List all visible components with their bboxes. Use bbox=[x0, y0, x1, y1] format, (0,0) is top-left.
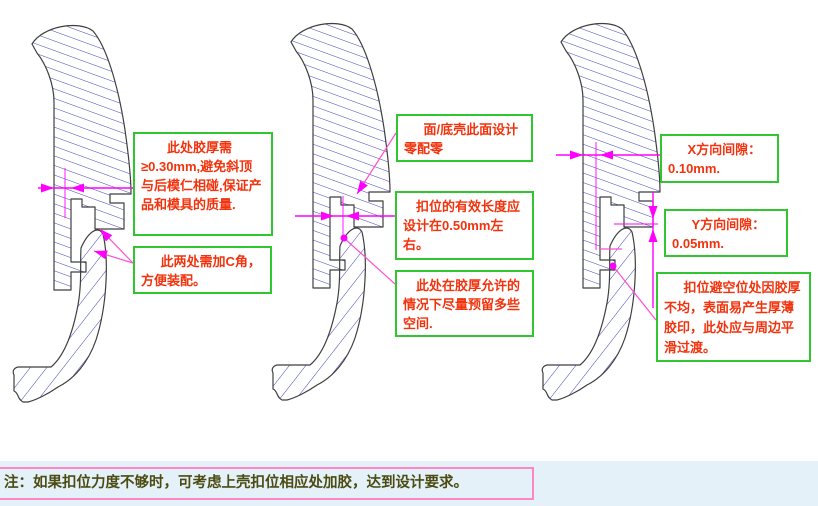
annotation-text: 此两处需加C角，方便装配。 bbox=[141, 254, 261, 288]
dimension-arrow bbox=[71, 183, 84, 193]
cross-section-left bbox=[12, 24, 132, 403]
dimension-arrow bbox=[41, 183, 54, 193]
annotation-box-zero-fit: 面/底壳此面设计零配零 bbox=[396, 114, 533, 162]
annotation-box-reserve-space: 此处在胶厚允许的情况下尽量预留多些空间. bbox=[395, 270, 534, 337]
annotation-box-x-gap: X方向间隙：0.10mm. bbox=[660, 134, 779, 183]
dimension-arrow bbox=[648, 206, 658, 219]
leader-dot bbox=[340, 234, 348, 242]
leader-line bbox=[612, 265, 657, 321]
dimension-arrow bbox=[570, 150, 583, 160]
annotation-box-glue-thickness: 此处胶厚需≥0.30mm,避免斜顶与后模仁相碰,保证产品和模具的质量. bbox=[133, 132, 273, 236]
leader-arrow bbox=[357, 180, 368, 194]
note-box: 注：如果扣位力度不够时，可考虑上壳扣位相应处加胶，达到设计要求。 bbox=[0, 467, 534, 500]
leader-dot bbox=[609, 262, 617, 270]
note-text: 注：如果扣位力度不够时，可考虑上壳扣位相应处加胶，达到设计要求。 bbox=[4, 475, 468, 491]
annotation-text: 面/底壳此面设计零配零 bbox=[404, 122, 519, 156]
leader-arrow bbox=[94, 250, 108, 260]
dimension-annotations-middle bbox=[295, 132, 397, 285]
dimension-annotations-right bbox=[556, 142, 660, 321]
annotation-text: Y方向间隙：0.05mm. bbox=[672, 217, 766, 251]
dimension-arrow bbox=[600, 150, 613, 160]
dimension-annotations-left bbox=[38, 168, 134, 264]
cross-section-middle bbox=[271, 22, 391, 401]
annotation-text: 扣位的有效长度应设计在0.50mm左右。 bbox=[403, 199, 521, 252]
annotation-text: 此处在胶厚允许的情况下尽量预留多些空间. bbox=[403, 278, 521, 331]
annotation-text: X方向间隙：0.10mm. bbox=[668, 142, 762, 176]
annotation-text: 此处胶厚需≥0.30mm,避免斜顶与后模仁相碰,保证产品和模具的质量. bbox=[141, 140, 262, 212]
leader-arrow bbox=[100, 229, 113, 242]
annotation-box-c-angle: 此两处需加C角，方便装配。 bbox=[133, 246, 272, 294]
annotation-box-y-gap: Y方向间隙：0.05mm. bbox=[664, 209, 788, 257]
annotation-text: 扣位避空位处因胶厚不均，表面易产生厚薄胶印，此处应与周边平滑过渡。 bbox=[664, 280, 801, 355]
dimension-arrow bbox=[321, 211, 334, 221]
cross-section-right bbox=[541, 22, 661, 401]
dimension-arrow bbox=[648, 229, 658, 242]
annotation-box-smooth-transition: 扣位避空位处因胶厚不均，表面易产生厚薄胶印，此处应与周边平滑过渡。 bbox=[656, 272, 811, 362]
leader-line bbox=[343, 237, 396, 285]
annotation-box-effective-length: 扣位的有效长度应设计在0.50mm左右。 bbox=[395, 191, 534, 260]
dimension-arrow bbox=[346, 211, 359, 221]
